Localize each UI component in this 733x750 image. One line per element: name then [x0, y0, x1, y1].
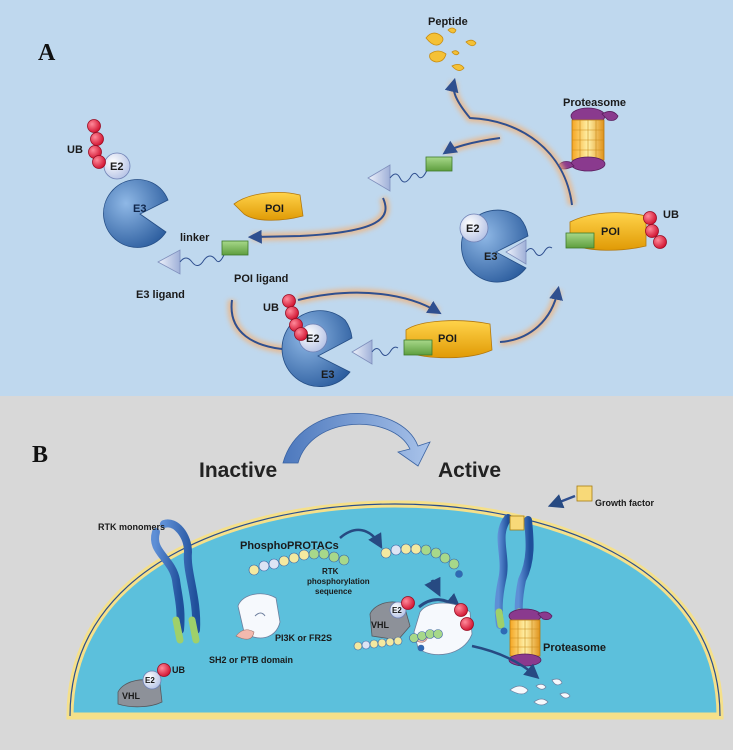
phosphoprotac-active [380, 543, 463, 578]
pi3k-label: PI3K or FR2S [275, 633, 332, 643]
e3-label-top: E3 [133, 203, 146, 215]
active-degradation-complex [353, 593, 474, 655]
rtk-seq-line-2: phosphorylation [307, 577, 370, 586]
vhl-label-low: VHL [122, 691, 141, 701]
growth-factor [547, 485, 593, 509]
ub-label-mid: UB [263, 302, 279, 314]
poi-label-right: POI [601, 226, 620, 238]
protac-labelled [157, 240, 249, 275]
peptide-label: Peptide [428, 16, 468, 28]
vhl-label-mid: VHL [371, 620, 390, 630]
linker-label: linker [180, 232, 210, 244]
poi-label-mid: POI [438, 333, 457, 345]
phosphoprotac-inactive [248, 548, 350, 576]
ub-label-top: UB [67, 144, 83, 156]
ternary-complex-middle [281, 294, 493, 388]
vhl-e2-ub-low [117, 663, 171, 708]
proteasome-label-a: Proteasome [563, 97, 626, 109]
e3-label-mid: E3 [321, 369, 334, 381]
sh2-label: SH2 or PTB domain [209, 655, 293, 665]
phosphoprotacs-label: PhosphoPROTACs [240, 540, 339, 552]
e2-label-right: E2 [466, 223, 479, 235]
inactive-label: Inactive [199, 459, 277, 482]
degraded-fragments [509, 678, 571, 706]
poi-free-label: POI [265, 203, 284, 215]
active-label: Active [438, 459, 501, 482]
e3-label-right: E3 [484, 251, 497, 263]
degradation-arrow [471, 644, 540, 679]
growth-factor-label: Growth factor [595, 498, 654, 508]
ub-label-right: UB [663, 209, 679, 221]
adaptor-protein [235, 593, 281, 640]
phosphorylation-arrow [339, 528, 383, 549]
ternary-complex-right [459, 209, 667, 283]
rtk-monomers [151, 519, 201, 644]
rtk-monomers-label: RTK monomers [98, 522, 165, 532]
poi-free [233, 192, 304, 221]
rtk-seq-line-1: RTK [322, 567, 339, 576]
peptide-fragments [425, 27, 477, 71]
e3-ligand-label: E3 ligand [136, 289, 185, 301]
e2-label-mid: E2 [306, 333, 319, 345]
down-arrow [424, 576, 441, 597]
e2-label-low: E2 [145, 676, 155, 685]
e2-label-b-mid: E2 [392, 606, 402, 615]
panel-a-letter: A [38, 40, 56, 66]
e2-label-top: E2 [110, 161, 123, 173]
rtk-seq-line-3: sequence [315, 587, 352, 596]
protac-free-top [367, 156, 453, 192]
e3-complex-top-left [87, 119, 169, 248]
proteasome-label-b: Proteasome [543, 642, 606, 654]
panel-b-letter: B [32, 442, 48, 468]
cycle-arrows [227, 77, 576, 357]
inactive-to-active-arrow [282, 412, 431, 467]
ub-label-low: UB [172, 665, 185, 675]
poi-ligand-label: POI ligand [234, 273, 288, 285]
